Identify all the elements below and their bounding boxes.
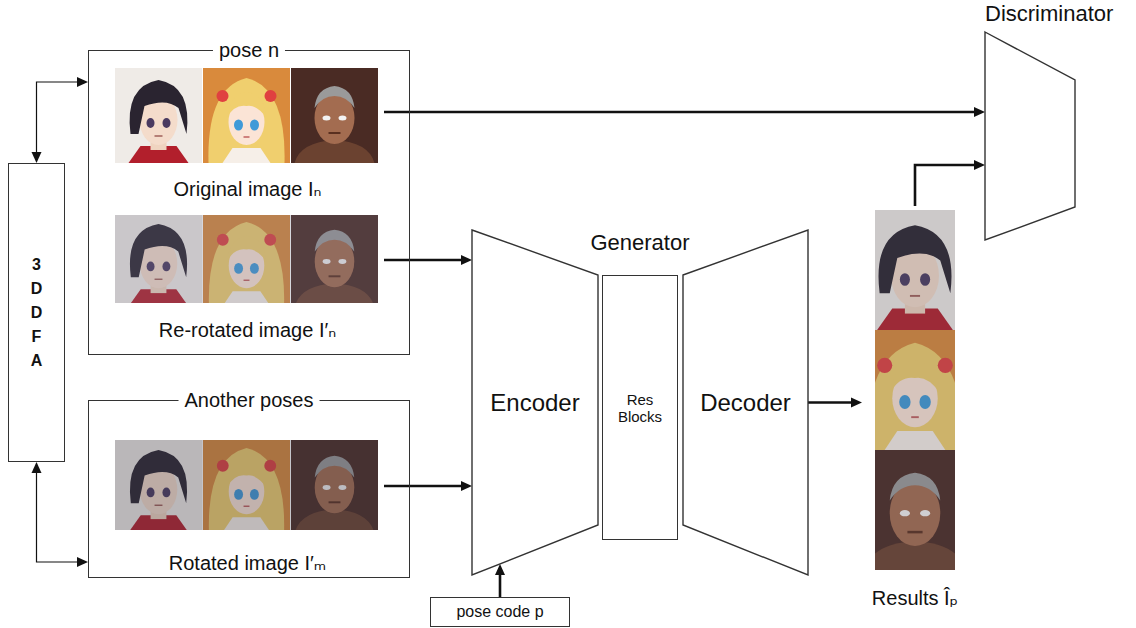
group-title: Another poses: [179, 388, 320, 412]
image-strip: Re-rotated image I′ₙ: [111, 212, 384, 342]
trapezoid: [985, 32, 1075, 240]
arrowhead: [77, 77, 88, 87]
connector-line: [37, 82, 81, 155]
arrow-connector: [32, 77, 89, 163]
arrowhead: [461, 481, 472, 491]
decoder-trapezoid: Decoder: [683, 230, 808, 575]
tint: [115, 440, 378, 530]
arrow-connector: [384, 481, 472, 491]
node-label: Original image Iₙ: [111, 178, 384, 201]
arrowhead: [974, 107, 985, 117]
image-strip: Original image Iₙ: [111, 65, 384, 201]
arrowhead: [77, 557, 88, 567]
node-label: Decoder: [700, 389, 791, 417]
rotated-image-strip: [115, 438, 378, 532]
connector-line: [37, 470, 81, 562]
node-label: 3DDFA: [29, 253, 45, 373]
shape-outline: [985, 32, 1075, 240]
tint: [875, 210, 955, 570]
results-image-column: [859, 210, 970, 570]
encoder-trapezoid: Encoder: [472, 230, 598, 575]
node-label: Re-rotated image I′ₙ: [111, 319, 384, 342]
arrowhead: [851, 398, 862, 408]
connector-line: [384, 259, 464, 262]
arrow-connector: [915, 160, 985, 206]
node-label: Results Îₚ: [872, 586, 958, 610]
original-image-strip: [115, 68, 379, 163]
resblock-box: Res Blocks: [602, 275, 678, 540]
group-box: Another posesRotated image I′ₘ: [88, 400, 410, 578]
node-label: Encoder: [490, 389, 579, 417]
arrowhead: [974, 160, 985, 170]
face-image: [115, 68, 203, 163]
discriminator-trapezoid: Discriminator: [985, 32, 1075, 240]
connector-line: [384, 485, 464, 488]
arrow-connector: [384, 255, 472, 265]
re-rotated-image-strip: [115, 212, 378, 306]
node-label: Rotated image I′ₘ: [111, 552, 384, 575]
input-box: pose code p: [430, 597, 570, 627]
node-label: Discriminator: [985, 1, 1113, 27]
trapezoid: [683, 230, 808, 575]
arrow-connector: [384, 107, 985, 117]
arrowhead: [32, 462, 42, 473]
trapezoid: [472, 230, 598, 575]
connector-line: [499, 572, 502, 597]
group-box: pose nOriginal image IₙRe-rotated image …: [88, 50, 410, 355]
node-label: pose code p: [456, 603, 543, 621]
node-label: Res Blocks: [609, 391, 671, 425]
tint: [115, 215, 378, 303]
arrowhead: [461, 255, 472, 265]
face-image: [291, 68, 379, 163]
group-title: pose n: [213, 38, 285, 62]
arrow-connector: [495, 564, 505, 597]
arrowhead: [32, 152, 42, 163]
connector-line: [808, 401, 854, 404]
arrow-connector: [808, 398, 862, 408]
image-strip: Rotated image I′ₘ: [111, 437, 384, 575]
arrow-connector: [32, 462, 89, 567]
connector-line: [915, 165, 977, 206]
connector-line: [384, 111, 977, 114]
results-column: Results Îₚ: [862, 206, 968, 610]
module-box: 3DDFA: [8, 163, 65, 462]
face-image: [203, 68, 291, 163]
group-label: Generator: [580, 230, 700, 256]
